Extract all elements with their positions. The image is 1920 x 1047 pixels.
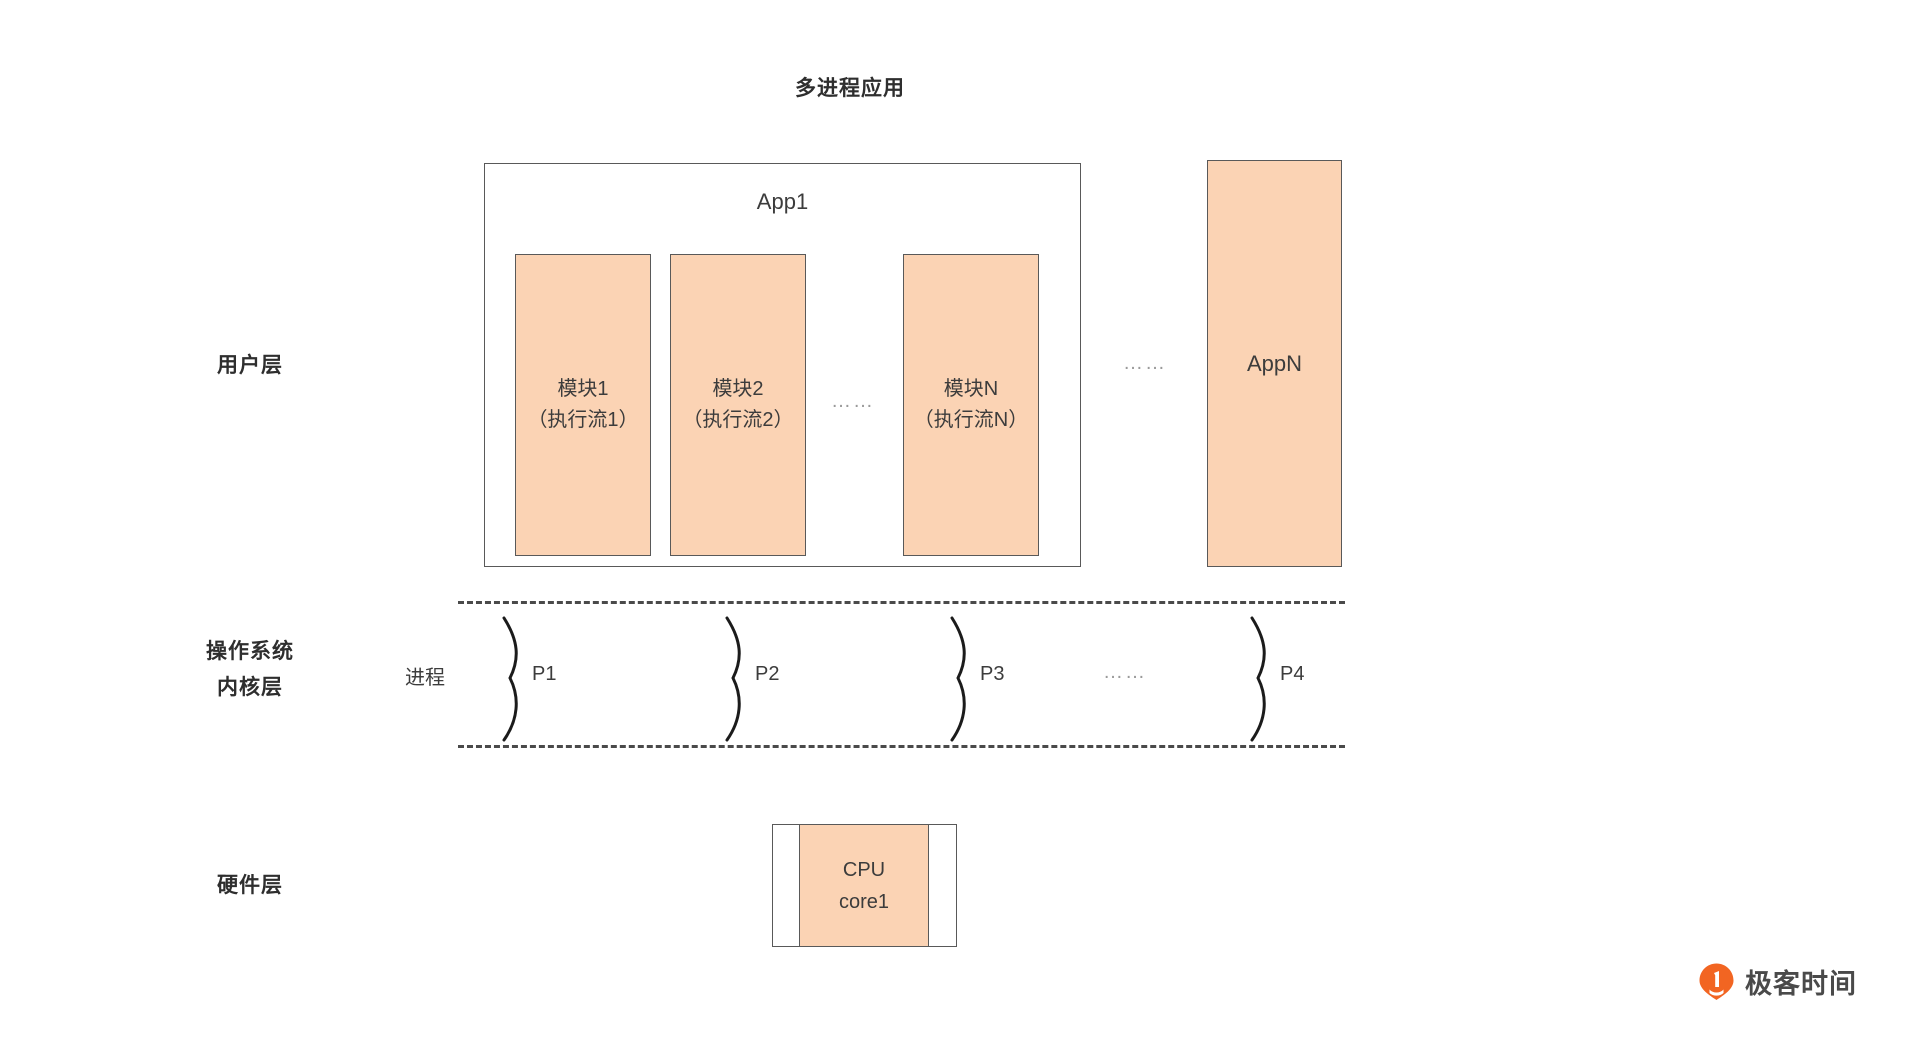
module-1-name: 模块1	[557, 378, 609, 400]
layer-label-kernel-line1: 操作系统	[206, 640, 294, 663]
app1-title: App1	[756, 189, 809, 214]
process-section-label: 进程	[405, 667, 445, 689]
geektime-mark-svg	[1699, 963, 1734, 1000]
module-1-flow: （执行流1）	[527, 409, 639, 431]
curly-brace-icon	[725, 616, 741, 742]
layer-label-kernel: 操作系统 内核层	[140, 634, 360, 706]
cpu-core-label-line2: core1	[838, 890, 890, 913]
layer-label-user: 用户层	[217, 354, 283, 377]
apps-ellipsis: ……	[1123, 352, 1167, 374]
module-n-flow: （执行流N）	[913, 409, 1029, 431]
kernel-band-bottom-rule	[458, 745, 1345, 748]
curly-brace-icon	[1250, 616, 1266, 742]
process-label-p2: P2	[755, 663, 780, 685]
module-2-flow: （执行流2）	[682, 409, 794, 431]
processes-ellipsis: ……	[1103, 661, 1147, 683]
modules-ellipsis: ……	[831, 390, 875, 412]
cpu-core-1: CPU core1	[799, 824, 929, 947]
layer-label-kernel-line2: 内核层	[217, 676, 283, 699]
module-block-1: 模块1 （执行流1）	[515, 254, 651, 556]
kernel-band-top-rule	[458, 601, 1345, 604]
watermark-brand-text: 极客时间	[1745, 969, 1857, 999]
watermark: 极客时间	[1697, 962, 1857, 1001]
module-n-name: 模块N	[943, 378, 999, 400]
module-2-name: 模块2	[712, 378, 764, 400]
module-block-2: 模块2 （执行流2）	[670, 254, 806, 556]
appn-block: AppN	[1207, 160, 1342, 567]
curly-brace-icon	[502, 616, 518, 742]
curly-brace-icon	[950, 616, 966, 742]
module-block-n: 模块N （执行流N）	[903, 254, 1039, 556]
geektime-logo-icon	[1697, 962, 1736, 1001]
process-label-p1: P1	[532, 663, 557, 685]
diagram-title: 多进程应用	[795, 77, 905, 100]
process-label-p4: P4	[1280, 663, 1305, 685]
cpu-core-label-line1: CPU	[842, 858, 886, 881]
layer-label-hardware: 硬件层	[217, 874, 283, 897]
process-label-p3: P3	[980, 663, 1005, 685]
appn-title: AppN	[1246, 350, 1303, 376]
